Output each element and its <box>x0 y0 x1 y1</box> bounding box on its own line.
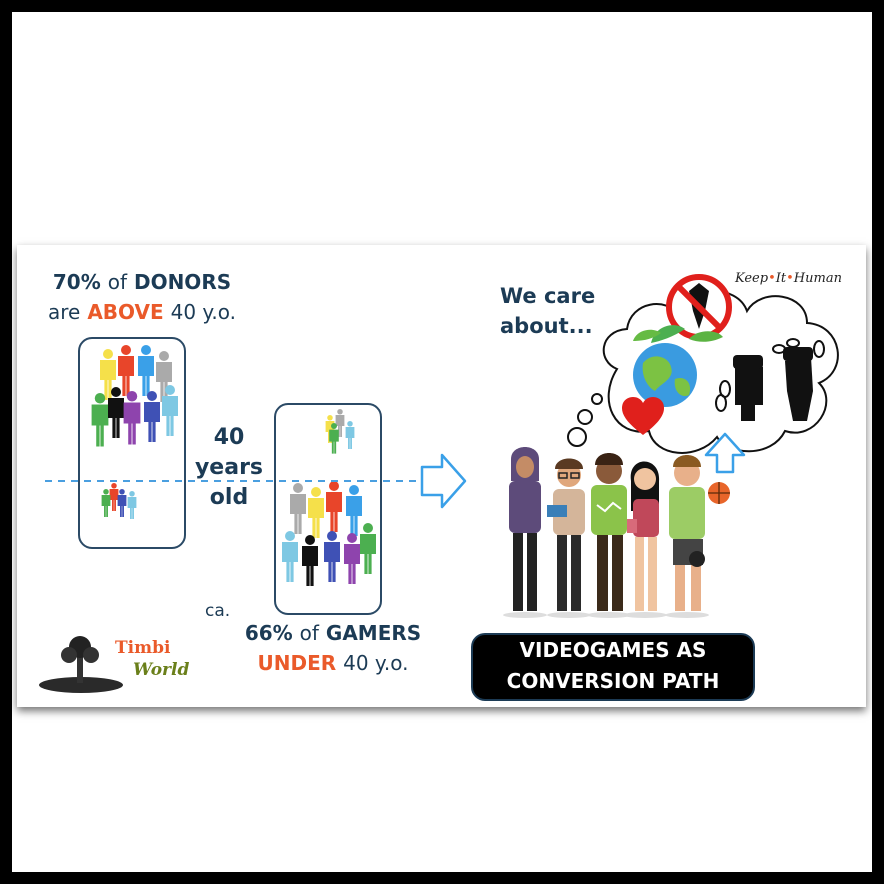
person-icon <box>123 391 141 445</box>
gamers-stat-line2: UNDER 40 y.o. <box>257 651 409 675</box>
page-frame: 70% of DONORS are ABOVE 40 y.o. <box>12 12 872 872</box>
person-icon <box>326 481 342 532</box>
person-icon <box>290 483 306 534</box>
thought-cloud-icon <box>567 274 839 454</box>
donors-stat-line2: are ABOVE 40 y.o. <box>48 300 236 324</box>
person-icon <box>101 489 111 518</box>
timbi-world-logo-text: Timbi World <box>115 638 190 680</box>
heart-icon <box>621 397 665 435</box>
person-icon <box>346 485 362 536</box>
gamers-stat: 66% of GAMERS UNDER 40 y.o. <box>233 618 433 678</box>
donors-people-icon <box>91 345 178 520</box>
gamers-stat-line1: 66% of GAMERS <box>244 621 422 645</box>
person-icon <box>156 351 172 402</box>
young-people-illustration <box>503 447 730 618</box>
person-icon <box>162 385 178 436</box>
person-icon <box>117 489 127 518</box>
arrow-right-icon <box>420 453 467 509</box>
gamers-people-box <box>274 403 382 615</box>
person-icon <box>118 345 134 396</box>
age-divider-label: 40 years old <box>194 425 264 510</box>
person-icon <box>100 349 116 400</box>
person-icon <box>302 535 318 586</box>
person-icon <box>144 391 160 442</box>
donors-stat-line1: 70% of DONORS <box>52 270 232 294</box>
basketball-icon <box>708 482 730 504</box>
broken-chain-icon <box>715 338 825 412</box>
care-heading: We care about... <box>500 284 596 338</box>
person-icon <box>109 483 119 512</box>
videogames-banner: VIDEOGAMES AS CONVERSION PATH <box>471 633 755 701</box>
gamers-people-icon <box>282 409 376 586</box>
keep-it-human-logo: Keep•It•Human <box>735 271 842 286</box>
person-icon <box>344 533 360 584</box>
age-divider-line <box>45 453 467 509</box>
infographic-slide: 70% of DONORS are ABOVE 40 y.o. <box>17 245 866 707</box>
person-icon <box>127 491 137 520</box>
timbi-world-logo: Timbi World <box>33 633 193 699</box>
earth-icon <box>633 325 723 407</box>
gamers-stat-prefix: ca. <box>205 601 231 621</box>
person-icon <box>282 531 298 582</box>
person-icon <box>324 531 340 582</box>
person-icon <box>360 523 376 574</box>
person-icon <box>308 487 324 538</box>
arrow-up-icon <box>704 432 746 474</box>
person-icon <box>335 409 345 438</box>
donors-people-box <box>78 337 186 549</box>
tree-icon <box>39 636 123 693</box>
person-icon <box>345 421 355 450</box>
person-icon <box>108 387 124 438</box>
raised-fist-icon <box>733 347 813 421</box>
person-icon <box>91 393 109 447</box>
person-icon <box>329 423 339 454</box>
person-icon <box>138 345 154 396</box>
donors-stat: 70% of DONORS are ABOVE 40 y.o. <box>37 267 247 327</box>
